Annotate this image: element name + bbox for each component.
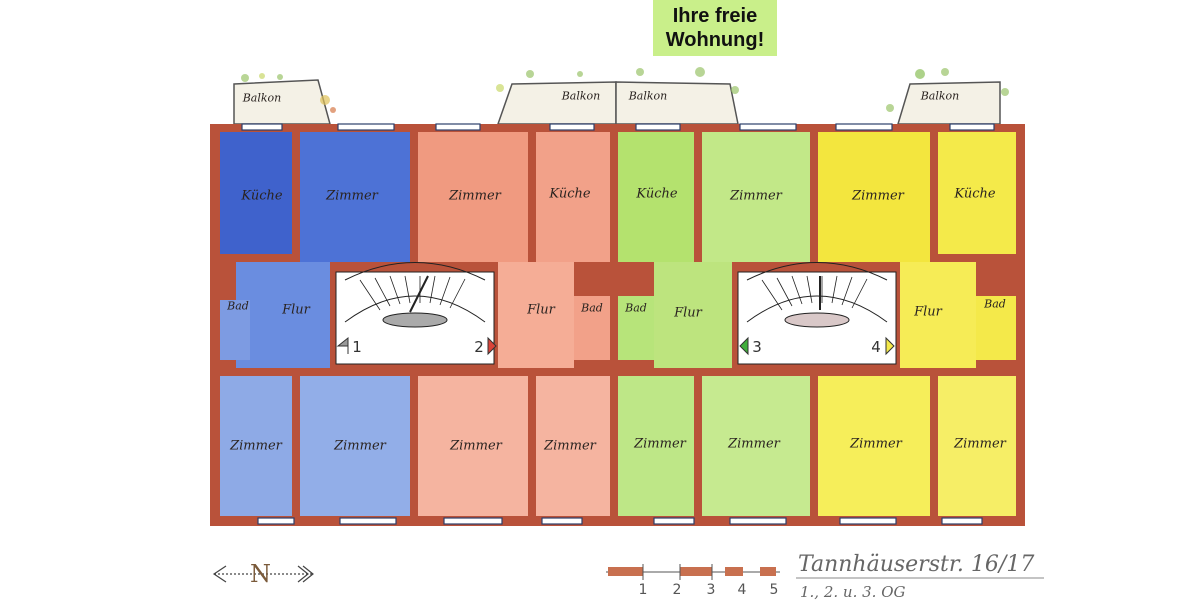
apt2-room-bath: Bad: [581, 301, 603, 315]
apartment-number-2: 2: [474, 338, 484, 356]
apt4-room-hall: Flur: [914, 304, 942, 320]
north-arrow-icon: [212, 565, 314, 583]
apt1-room-top-left: Küche: [241, 188, 283, 204]
balcony-label-4: Balkon: [920, 89, 960, 103]
apt3-room-top-left: Küche: [636, 186, 678, 202]
balcony-label-1: Balkon: [242, 91, 282, 105]
apartment-number-1: 1: [352, 338, 362, 356]
apartment-number-4: 4: [871, 338, 881, 356]
apartment-1: [220, 132, 410, 516]
apt2-room-top-right: Küche: [549, 186, 591, 202]
scale-bar: [606, 564, 780, 580]
scale-tick-2: 2: [672, 582, 682, 598]
apt3-room-bottom-left: Zimmer: [634, 436, 686, 452]
address-street: Tannhäuserstr. 16/17: [798, 552, 1035, 577]
entry-marker-1: [336, 336, 349, 354]
apt1-room-bath: Bad: [227, 299, 249, 313]
headline-line-1: Ihre freie: [672, 5, 758, 27]
apt2-room-top-left: Zimmer: [449, 188, 501, 204]
entry-marker-4: [885, 336, 895, 356]
apt4-room-bath: Bad: [984, 297, 1006, 311]
balcony-3: [615, 81, 739, 125]
balconies: [233, 79, 1001, 125]
apt4-room-bottom-left: Zimmer: [850, 436, 902, 452]
apt4-room-top-right: Küche: [954, 186, 996, 202]
balcony-label-2: Balkon: [561, 89, 601, 103]
headline-line-2: Wohnung!: [665, 29, 765, 51]
scale-tick-4: 4: [737, 582, 747, 598]
apartment-4: [818, 132, 1016, 516]
apt4-room-bottom-right: Zimmer: [954, 436, 1006, 452]
apt4-room-top-left: Zimmer: [852, 188, 904, 204]
entry-marker-3: [739, 336, 749, 356]
entry-marker-2: [487, 336, 497, 356]
balcony-label-3: Balkon: [628, 89, 668, 103]
apt2-room-bottom-left: Zimmer: [450, 438, 502, 454]
north-label: N: [250, 560, 271, 588]
apt1-room-hall: Flur: [282, 302, 310, 318]
apt2-room-hall: Flur: [527, 302, 555, 318]
greenery: [241, 67, 1009, 113]
apt2-room-bottom-right: Zimmer: [544, 438, 596, 454]
apt3-room-bath: Bad: [625, 301, 647, 315]
stairwell-left: [335, 262, 495, 365]
scale-tick-5: 5: [769, 582, 779, 598]
apt3-room-top-right: Zimmer: [730, 188, 782, 204]
apt1-room-bottom-right: Zimmer: [334, 438, 386, 454]
scale-tick-1: 1: [638, 582, 648, 598]
apartment-number-3: 3: [752, 338, 762, 356]
apt3-room-bottom-right: Zimmer: [728, 436, 780, 452]
apt3-room-hall: Flur: [674, 305, 702, 321]
windows: [241, 123, 995, 525]
apt1-room-bottom-left: Zimmer: [230, 438, 282, 454]
apt1-room-top-right: Zimmer: [326, 188, 378, 204]
apartment-2: [418, 132, 610, 516]
apartment-3: [618, 132, 810, 516]
balcony-4: [896, 81, 1001, 125]
stairwell-right: [737, 262, 897, 365]
headline-badge: Ihre freie Wohnung!: [653, 0, 777, 56]
scale-tick-3: 3: [706, 582, 716, 598]
balcony-2: [496, 81, 617, 125]
address-floors: 1., 2. u. 3. OG: [800, 583, 906, 601]
